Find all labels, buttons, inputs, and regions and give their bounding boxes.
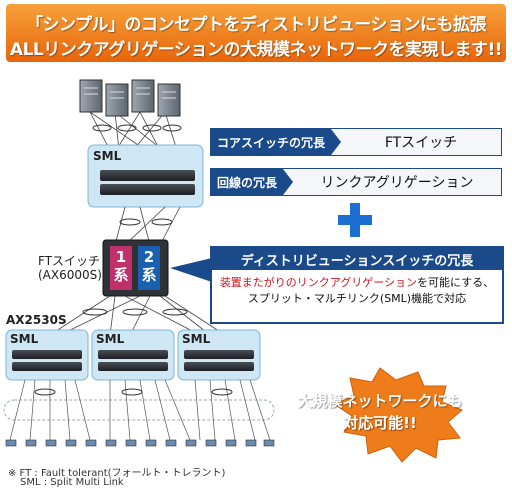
aggregation-loops-low bbox=[82, 308, 188, 316]
sml-box-right bbox=[177, 329, 261, 381]
server-2 bbox=[105, 83, 129, 117]
footnote-sml: SML : Split Multi Link bbox=[20, 477, 124, 488]
system1-label: 1系 bbox=[113, 248, 129, 284]
server-links bbox=[89, 111, 181, 161]
distribution-text-line2: スプリット・マルチリンク(SML)機能で対応 bbox=[247, 292, 467, 305]
core-redundancy-value: FTスイッチ bbox=[384, 135, 458, 151]
core-redundancy-arrow bbox=[331, 129, 342, 155]
sml-box-center bbox=[91, 329, 175, 381]
system2-label: 2系 bbox=[141, 248, 157, 284]
sml-label-left: SML bbox=[10, 332, 39, 346]
terminal-pcs bbox=[5, 439, 275, 447]
aggregation-loops-mid bbox=[119, 218, 173, 226]
core-redundancy-key: コアスイッチの冗長 bbox=[211, 129, 332, 155]
core-redundancy-row: コアスイッチの冗長 FTスイッチ bbox=[210, 128, 502, 156]
headline-line-2: ALLリンクアグリゲーションの大規模ネットワークを実現します!! bbox=[9, 40, 503, 60]
top-sml-box bbox=[87, 144, 204, 208]
ft-switch-name: FTスイッチ bbox=[38, 254, 101, 268]
distribution-links bbox=[49, 295, 226, 336]
aggregation-loops-bottom bbox=[34, 388, 233, 396]
ft-switch-model: (AX6000S) bbox=[38, 268, 102, 282]
line-redundancy-key: 回線の冗長 bbox=[211, 169, 284, 195]
server-1 bbox=[79, 79, 103, 113]
server-4 bbox=[157, 83, 181, 117]
distribution-highlight: 装置またがりのリンクアグリゲーション bbox=[219, 276, 418, 289]
sml-label-center: SML bbox=[96, 332, 125, 346]
ft-switch-chassis bbox=[102, 239, 169, 297]
callout-text: 大規模ネットワークにも 対応可能!! bbox=[290, 390, 470, 434]
distribution-title: ディストリビューションスイッチの冗長 bbox=[212, 248, 502, 270]
headline-line-1: 「シンプル」のコンセプトをディストリビューションにも拡張 bbox=[26, 15, 486, 35]
line-redundancy-row: 回線の冗長 リンクアグリゲーション bbox=[210, 168, 502, 196]
server-3 bbox=[131, 79, 155, 113]
server-group bbox=[79, 79, 181, 117]
line-redundancy-arrow bbox=[283, 169, 294, 195]
sml-box-left bbox=[5, 329, 89, 381]
sml-label-right: SML bbox=[182, 332, 211, 346]
distribution-text-rest: を可能にする、 bbox=[417, 276, 495, 289]
callout-line-1: 大規模ネットワークにも bbox=[297, 392, 463, 410]
sml-label-top: SML bbox=[93, 149, 122, 163]
aggregation-loops-top bbox=[92, 124, 182, 132]
line-redundancy-value: リンクアグリゲーション bbox=[320, 175, 474, 191]
access-links bbox=[9, 379, 271, 441]
core-links bbox=[114, 206, 181, 246]
headline-banner: 「シンプル」のコンセプトをディストリビューションにも拡張 ALLリンクアグリゲー… bbox=[6, 4, 506, 62]
distribution-redundancy-box: ディストリビューションスイッチの冗長 装置またがりのリンクアグリゲーションを可能… bbox=[210, 246, 504, 324]
ax2530s-label: AX2530S bbox=[6, 313, 67, 327]
callout-line-2: 対応可能!! bbox=[343, 414, 417, 432]
callout-starburst bbox=[332, 367, 463, 463]
network-diagram bbox=[3, 79, 463, 463]
plus-icon bbox=[338, 203, 372, 237]
distribution-description: 装置またがりのリンクアグリゲーションを可能にする、 スプリット・マルチリンク(S… bbox=[212, 270, 502, 307]
edge-switch-band bbox=[3, 399, 275, 421]
callout-pointer bbox=[170, 258, 212, 282]
footnote-ft: ※ FT : Fault tolerant(フォールト・トレラント) bbox=[8, 468, 226, 479]
